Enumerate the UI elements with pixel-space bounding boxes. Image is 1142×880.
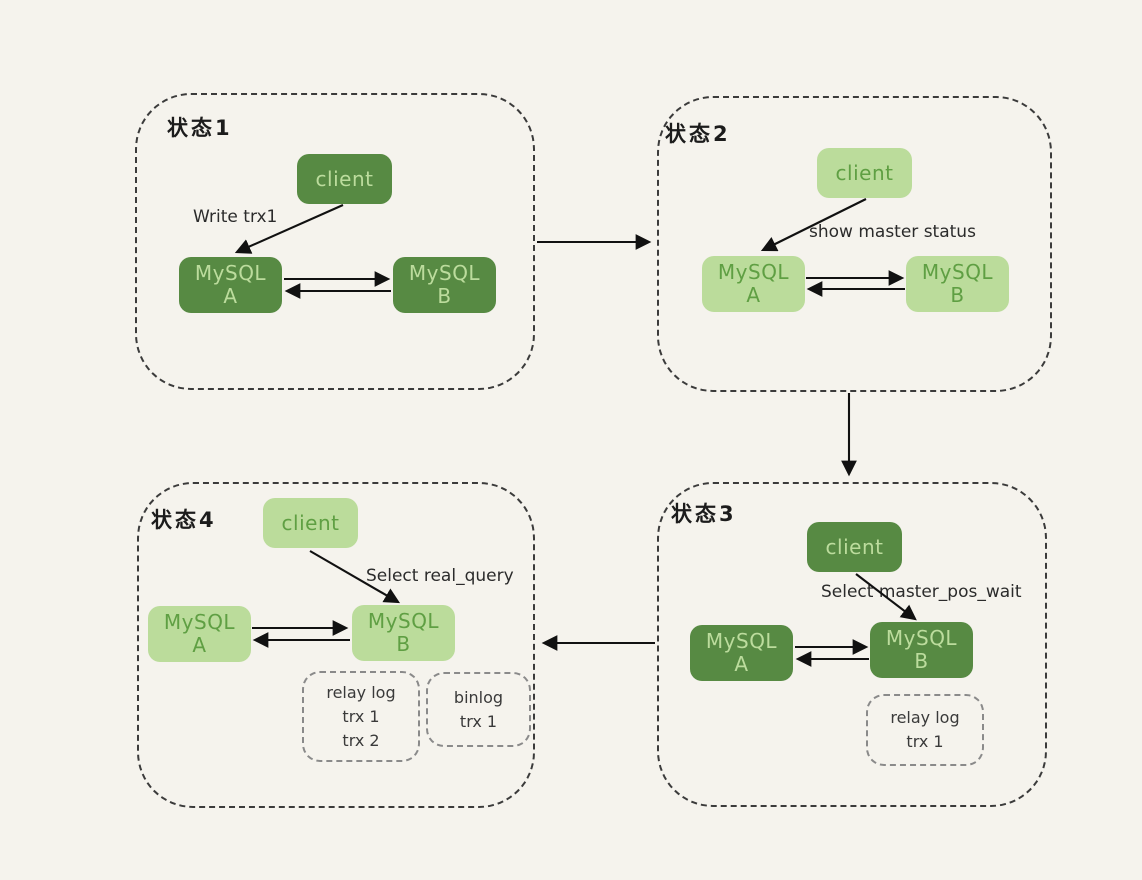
mysql-name: MySQL [885, 626, 958, 650]
state1-command-label: Write trx1 [193, 207, 278, 227]
mysql-name: MySQL [408, 261, 481, 285]
state2-mysql-a-node: MySQL A [702, 256, 805, 312]
mysql-letter: A [223, 284, 238, 308]
mysql-letter: A [746, 283, 761, 307]
state2-panel: 状态2 client show master status MySQL A My… [657, 96, 1052, 392]
mysql-letter: B [437, 284, 452, 308]
client-label: client [825, 535, 884, 559]
state1-mysql-b-node: MySQL B [393, 257, 496, 313]
state3-mysql-a-node: MySQL A [690, 625, 793, 681]
mysql-letter: A [734, 652, 749, 676]
mysql-name: MySQL [194, 261, 267, 285]
state1-title: 状态1 [167, 116, 233, 140]
state3-relay-log-box: relay log trx 1 [866, 694, 984, 766]
mysql-name: MySQL [717, 260, 790, 284]
state2-client-node: client [817, 148, 912, 198]
client-label: client [315, 167, 374, 191]
mysql-name: MySQL [705, 629, 778, 653]
log-line: trx 1 [342, 706, 380, 726]
state1-client-node: client [297, 154, 392, 204]
state4-mysql-a-node: MySQL A [148, 606, 251, 662]
state4-mysql-b-node: MySQL B [352, 605, 455, 661]
state2-mysql-b-node: MySQL B [906, 256, 1009, 312]
client-label: client [281, 511, 340, 535]
state3-client-node: client [807, 522, 902, 572]
state4-command-label: Select real_query [366, 566, 514, 586]
log-line: binlog [453, 687, 504, 707]
state2-command-label: show master status [809, 222, 976, 242]
log-line: relay log [890, 708, 960, 727]
state4-client-node: client [263, 498, 358, 548]
state3-panel: 状态3 client Select master_pos_wait MySQL … [657, 482, 1047, 807]
log-line: relay log [326, 682, 396, 702]
state1-mysql-a-node: MySQL A [179, 257, 282, 313]
state4-title: 状态4 [151, 508, 217, 532]
state3-mysql-b-node: MySQL B [870, 622, 973, 678]
state2-title: 状态2 [665, 122, 731, 146]
state4-relay-log-box: relay log trx 1 trx 2 [302, 671, 420, 762]
mysql-letter: B [396, 632, 411, 656]
log-line: trx 1 [906, 732, 944, 751]
mysql-letter: B [914, 649, 929, 673]
mysql-letter: B [950, 283, 965, 307]
state3-command-label: Select master_pos_wait [821, 582, 1022, 602]
state4-binlog-box: binlog trx 1 [426, 672, 531, 747]
client-label: client [835, 161, 894, 185]
mysql-name: MySQL [163, 610, 236, 634]
mysql-letter: A [192, 633, 207, 657]
log-line: trx 2 [342, 730, 380, 750]
state1-panel: 状态1 client Write trx1 MySQL A MySQL B [135, 93, 535, 390]
mysql-name: MySQL [921, 260, 994, 284]
state4-panel: 状态4 client Select real_query MySQL A MyS… [137, 482, 535, 808]
state3-title: 状态3 [671, 502, 737, 526]
log-line: trx 1 [459, 711, 498, 731]
mysql-name: MySQL [367, 609, 440, 633]
